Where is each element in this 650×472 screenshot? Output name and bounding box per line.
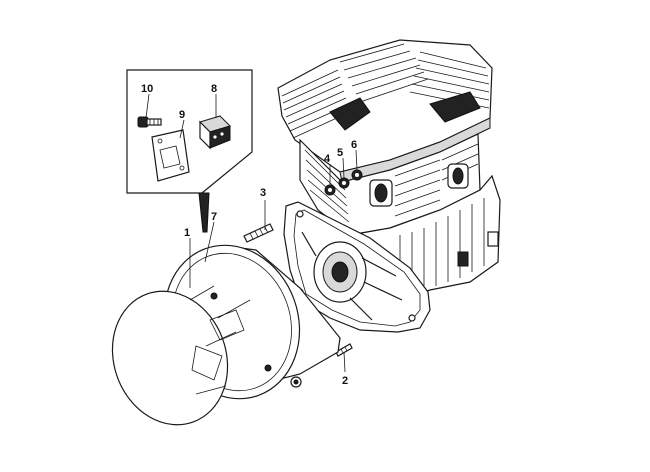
inset-box bbox=[126, 69, 253, 233]
callout-2: 2 bbox=[342, 375, 348, 387]
callout-10: 10 bbox=[141, 83, 153, 95]
callout-8: 8 bbox=[211, 83, 217, 95]
part-2-stud bbox=[335, 343, 353, 357]
part-4-nut bbox=[324, 184, 336, 196]
callout-7: 7 bbox=[211, 211, 217, 223]
cylinder-heads bbox=[277, 39, 493, 183]
callout-9: 9 bbox=[179, 109, 185, 121]
part-6-nut bbox=[351, 169, 363, 181]
part-10-bolt bbox=[137, 116, 162, 128]
callout-6: 6 bbox=[351, 139, 357, 151]
callout-5: 5 bbox=[337, 147, 343, 159]
part-1-fan-cover bbox=[111, 244, 301, 426]
callout-3: 3 bbox=[260, 187, 266, 199]
part-8-connector bbox=[199, 115, 231, 150]
part-5-washer bbox=[338, 177, 350, 189]
callout-1: 1 bbox=[184, 227, 190, 239]
leader-lines bbox=[145, 93, 358, 373]
callout-4: 4 bbox=[324, 153, 331, 165]
part-9-plate bbox=[151, 129, 190, 182]
part-3-stud bbox=[243, 223, 274, 243]
